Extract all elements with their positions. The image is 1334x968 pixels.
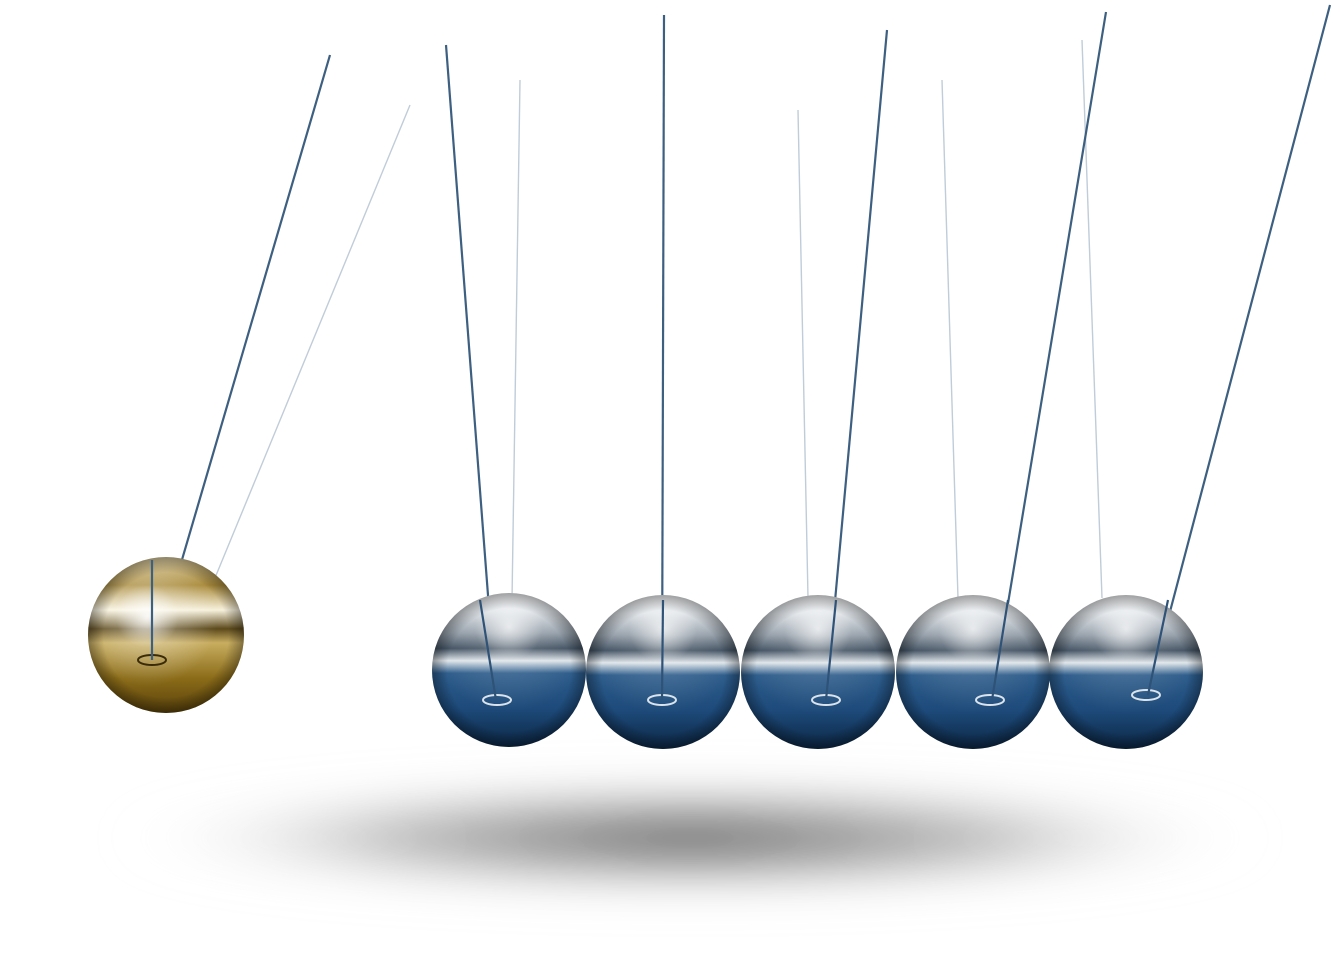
blue-ball-2 [432, 593, 586, 747]
string-ball-6 [1146, 4, 1332, 696]
gold-ball [88, 557, 244, 713]
string-ball-2 [444, 44, 498, 701]
blue-ball-6 [1049, 595, 1203, 749]
front-strings [150, 4, 1332, 701]
floor-shadow [110, 780, 1270, 896]
string-ball-4 [824, 29, 889, 701]
string-ball-3 [660, 14, 666, 701]
back-strings [209, 39, 1103, 601]
blue-ball-5 [896, 595, 1050, 749]
string-ball-5 [990, 11, 1108, 701]
blue-ball-4 [741, 595, 895, 749]
